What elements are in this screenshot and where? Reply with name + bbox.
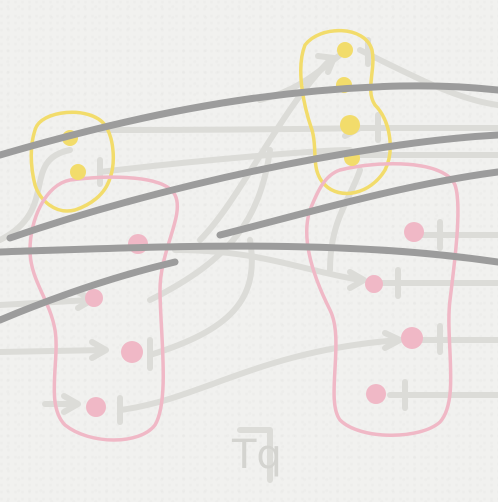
arrowhead-2 — [89, 339, 109, 361]
light-arrow-13 — [357, 47, 498, 108]
pink-dot-2 — [85, 289, 103, 307]
dark-line-5 — [0, 258, 179, 324]
yellow-dot-2 — [70, 164, 86, 180]
yellow-dot-3 — [337, 42, 353, 58]
yellow-blob-right — [299, 28, 392, 196]
dark-connection-lines — [0, 82, 498, 324]
arrowhead-6 — [347, 269, 367, 291]
light-arrow-6 — [97, 147, 353, 175]
light-arrow-7 — [0, 147, 73, 243]
yellow-dot-5 — [340, 115, 360, 135]
light-arrow-9 — [147, 237, 255, 358]
diagram-label: Tq — [231, 432, 282, 478]
pink-blob-left — [28, 175, 180, 442]
light-arrow-11 — [197, 57, 333, 243]
dark-line-1 — [0, 82, 498, 159]
light-arrow-5 — [97, 125, 363, 133]
arrowhead-3 — [61, 393, 81, 415]
dark-line-2 — [6, 131, 498, 242]
yellow-blob-left — [29, 110, 116, 213]
light-arrow-2 — [0, 347, 108, 355]
light-arrow-8 — [147, 147, 273, 303]
arrowhead-4 — [382, 330, 403, 351]
pink-dot-7 — [401, 327, 423, 349]
pink-dot-6 — [365, 275, 383, 293]
dark-line-4 — [216, 168, 498, 239]
dark-line-3 — [0, 242, 498, 266]
light-arrow-10 — [172, 247, 363, 283]
pink-dot-3 — [121, 341, 143, 363]
light-arrow-20 — [327, 167, 363, 273]
light-arrow-4 — [117, 337, 403, 413]
pink-dot-4 — [86, 397, 106, 417]
pink-dot-8 — [366, 384, 386, 404]
arrowhead-7 — [315, 53, 337, 75]
light-connection-lines — [0, 37, 498, 483]
pink-dots — [85, 222, 424, 417]
pink-dot-5 — [404, 222, 424, 242]
light-arrow-21 — [237, 427, 273, 483]
